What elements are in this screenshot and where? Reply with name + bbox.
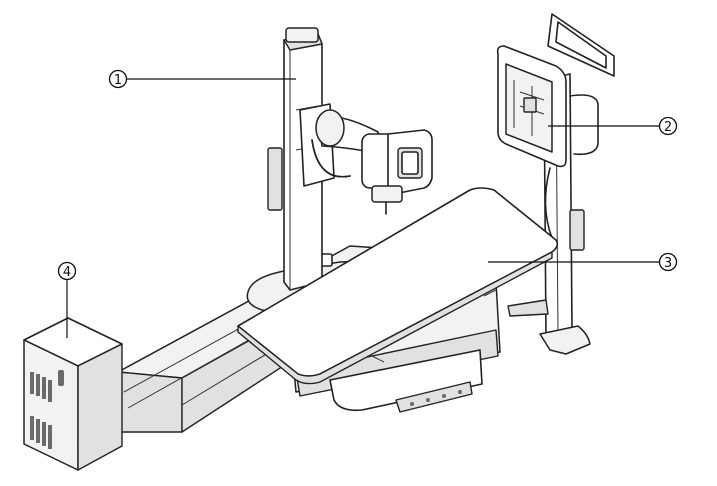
callout-2-label: 2 bbox=[664, 120, 672, 135]
callout-3: 3 bbox=[488, 252, 678, 272]
patient-table-top bbox=[237, 187, 559, 385]
cabinet-vent-upper bbox=[30, 372, 52, 402]
callout-2: 2 bbox=[548, 116, 678, 136]
callout-3-label: 3 bbox=[664, 256, 672, 271]
callout-4: 4 bbox=[57, 261, 77, 338]
callout-1-label: 1 bbox=[114, 73, 122, 88]
cabinet-vent-lower bbox=[30, 416, 52, 449]
callout-1: 1 bbox=[108, 69, 296, 89]
tube-stand-column bbox=[267, 27, 335, 291]
wall-stand bbox=[496, 13, 615, 355]
generator-cabinet bbox=[23, 317, 123, 471]
tube-arm-and-head bbox=[311, 109, 433, 215]
callout-4-label: 4 bbox=[63, 265, 71, 280]
